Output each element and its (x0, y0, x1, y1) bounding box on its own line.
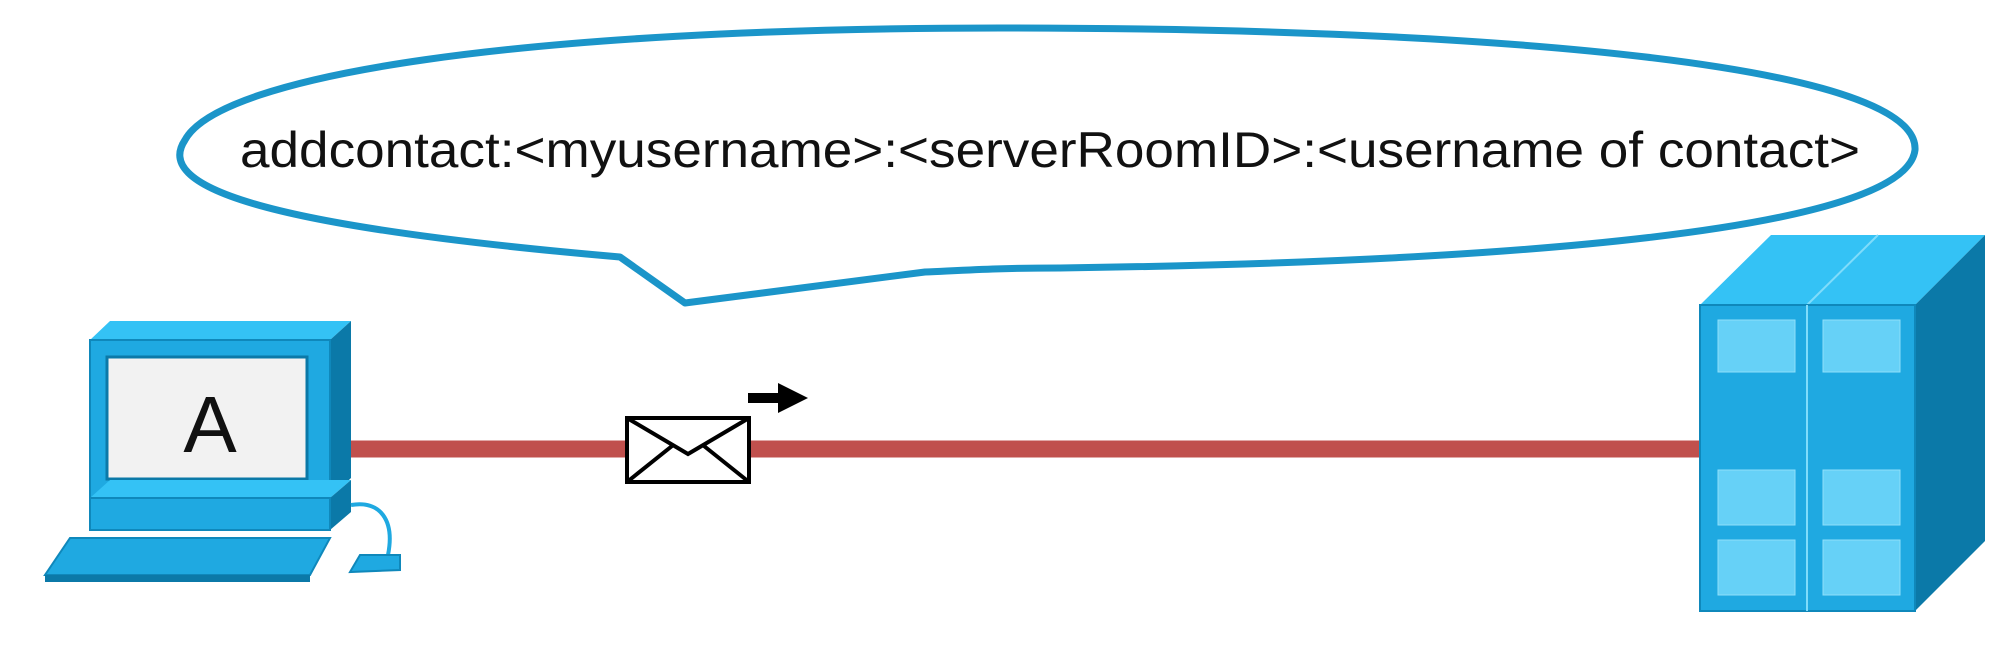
right-arrow-icon (748, 383, 808, 413)
mouse-cable (350, 502, 392, 556)
drive-bay (1822, 469, 1901, 526)
drive-bay (1822, 319, 1901, 373)
case-front (89, 497, 331, 531)
envelope-icon (625, 416, 751, 484)
drive-bay (1822, 539, 1901, 596)
drive-bay (1717, 539, 1796, 596)
client-computer: A (43, 321, 401, 582)
server-side (1915, 235, 1985, 611)
client-label: A (183, 380, 237, 469)
mouse (348, 554, 401, 574)
drive-bay (1717, 469, 1796, 526)
drive-bay (1717, 319, 1796, 373)
monitor-screen (105, 355, 309, 481)
keyboard-edge (45, 575, 310, 582)
envelope-fold-left (625, 444, 674, 484)
monitor-top (90, 321, 351, 340)
monitor-side (330, 321, 351, 498)
speech-bubble-outline (176, 24, 1919, 307)
envelope-flap (625, 416, 751, 457)
speech-bubble: addcontact:<myusername>:<serverRoomID>:<… (176, 24, 1919, 307)
envelope-fold-right (702, 444, 751, 484)
server-tower (1699, 234, 1985, 612)
case-side (330, 480, 351, 530)
keyboard (43, 537, 332, 576)
bubble-message-text: addcontact:<myusername>:<serverRoomID>:<… (240, 122, 1860, 178)
server-top-divider (1806, 234, 1879, 306)
case-top (90, 480, 351, 498)
